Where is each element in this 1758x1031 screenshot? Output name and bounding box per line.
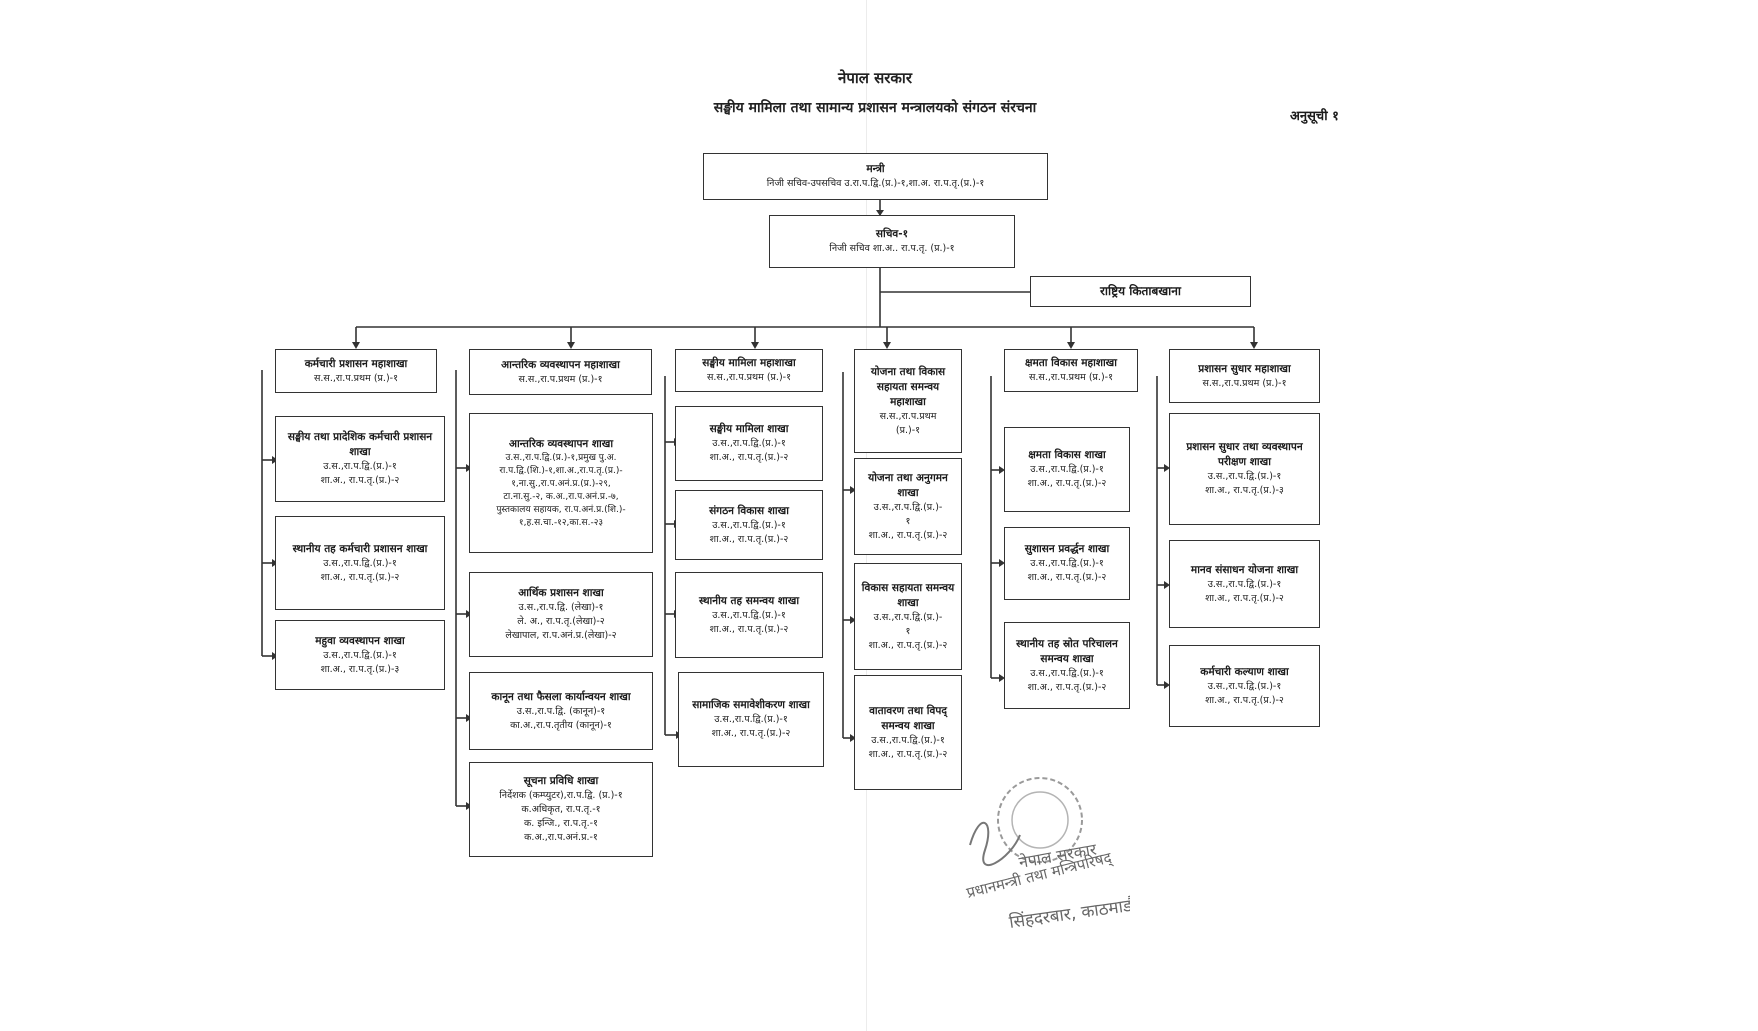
- section-2-2-box: आर्थिक प्रशासन शाखा उ.स.,रा.प.द्वि. (लेख…: [469, 572, 653, 657]
- section-title: स्थानीय तह समन्वय शाखा: [698, 594, 800, 607]
- section-title: कानून तथा फैसला कार्यान्वयन शाखा: [491, 690, 631, 703]
- section-2-4-box: सूचना प्रविधि शाखा निर्देशक (कम्प्युटर),…: [469, 762, 653, 857]
- section-detail: उ.स.,रा.प.द्वि.(प्र.)-१ शा.अ., रा.प.तृ.(…: [320, 557, 400, 583]
- section-title: सङ्घीय तथा प्रादेशिक कर्मचारी प्रशासन शा…: [287, 431, 433, 458]
- section-title: संगठन विकास शाखा: [709, 504, 789, 517]
- section-5-2-box: सुशासन प्रवर्द्धन शाखा उ.स.,रा.प.द्वि.(प…: [1004, 527, 1130, 600]
- division-3-box: सङ्घीय मामिला महाशाखा स.स.,रा.प.प्रथम (प…: [675, 349, 823, 392]
- division-5-box: क्षमता विकास महाशाखा स.स.,रा.प.प्रथम (प्…: [1004, 349, 1138, 392]
- section-3-1-box: सङ्घीय मामिला शाखा उ.स.,रा.प.द्वि.(प्र.)…: [675, 406, 823, 481]
- section-detail: उ.स.,रा.प.द्वि.(प्र.)-१ शा.अ., रा.प.तृ.(…: [1027, 558, 1107, 583]
- section-detail: उ.स.,रा.प.द्वि.(प्र.)- १ शा.अ., रा.प.तृ.…: [868, 501, 948, 541]
- section-5-1-box: क्षमता विकास शाखा उ.स.,रा.प.द्वि.(प्र.)-…: [1004, 427, 1130, 512]
- section-4-1-box: योजना तथा अनुगमन शाखा उ.स.,रा.प.द्वि.(प्…: [854, 458, 962, 555]
- section-title: स्थानीय तह कर्मचारी प्रशासन शाखा: [292, 542, 428, 555]
- section-title: आर्थिक प्रशासन शाखा: [518, 587, 604, 599]
- section-4-3-box: वातावरण तथा विपद् समन्वय शाखा उ.स.,रा.प.…: [854, 675, 962, 790]
- section-detail: उ.स.,रा.प.द्वि.(प्र.)-१ शा.अ., रा.प.तृ.(…: [709, 438, 789, 463]
- section-detail: उ.स.,रा.प.द्वि.(प्र.)-१ शा.अ., रा.प.तृ.(…: [709, 519, 789, 545]
- division-6-detail: स.स.,रा.प.प्रथम (प्र.)-१: [1202, 377, 1287, 389]
- government-heading: नेपाल सरकार: [838, 69, 912, 87]
- section-title: योजना तथा अनुगमन शाखा: [868, 471, 948, 499]
- section-title: आन्तरिक व्यवस्थापन शाखा: [508, 437, 614, 450]
- section-3-4-box: सामाजिक समावेशीकरण शाखा उ.स.,रा.प.द्वि.(…: [678, 672, 824, 767]
- section-2-1-box: आन्तरिक व्यवस्थापन शाखा उ.स.,रा.प.द्वि.(…: [469, 413, 653, 553]
- section-title: क्षमता विकास शाखा: [1028, 449, 1106, 461]
- secretary-title: सचिव-१: [875, 228, 909, 240]
- secretary-detail: निजी सचिव शा.अ.. रा.प.तृ. (प्र.)-१: [829, 243, 955, 254]
- section-detail: उ.स.,रा.प.द्वि. (कानून)-१ का.अ.,रा.प.तृत…: [510, 705, 612, 731]
- division-5-detail: स.स.,रा.प.प्रथम (प्र.)-१: [1028, 372, 1114, 383]
- section-1-3-box: महुवा व्यवस्थापन शाखा उ.स.,रा.प.द्वि.(प्…: [275, 620, 445, 690]
- section-detail: उ.स.,रा.प.द्वि.(प्र.)-१ शा.अ., रा.प.तृ.(…: [1027, 667, 1107, 693]
- section-detail: उ.स.,रा.प.द्वि. (लेखा)-१ ले. अ., रा.प.तृ…: [505, 602, 617, 641]
- section-5-3-box: स्थानीय तह स्रोत परिचालन समन्वय शाखा उ.स…: [1004, 622, 1130, 709]
- section-detail: उ.स.,रा.प.द्वि.(प्र.)-१,प्रमुख पु.अ. रा.…: [496, 452, 626, 528]
- section-3-3-box: स्थानीय तह समन्वय शाखा उ.स.,रा.प.द्वि.(प…: [675, 572, 823, 658]
- stamp-line-3: सिंहदरबार, काठमाडौं: [1008, 894, 1130, 933]
- division-1-box: कर्मचारी प्रशासन महाशाखा स.स.,रा.प.प्रथम…: [275, 349, 437, 393]
- division-5-title: क्षमता विकास महाशाखा: [1024, 357, 1117, 369]
- section-3-2-box: संगठन विकास शाखा उ.स.,रा.प.द्वि.(प्र.)-१…: [675, 490, 823, 560]
- division-4-detail: स.स.,रा.प.प्रथम (प्र.)-१: [879, 410, 937, 436]
- section-1-2-box: स्थानीय तह कर्मचारी प्रशासन शाखा उ.स.,रा…: [275, 516, 445, 610]
- section-title: वातावरण तथा विपद् समन्वय शाखा: [869, 704, 947, 732]
- section-detail: उ.स.,रा.प.द्वि.(प्र.)-१ शा.अ., रा.प.तृ.(…: [1027, 464, 1107, 489]
- division-4-title: योजना तथा विकास सहायता समन्वय महाशाखा: [870, 365, 946, 408]
- section-detail: उ.स.,रा.प.द्वि.(प्र.)-१ शा.अ., रा.प.तृ.(…: [320, 649, 400, 675]
- division-3-title: सङ्घीय मामिला महाशाखा: [702, 357, 796, 369]
- section-4-2-box: विकास सहायता समन्वय शाखा उ.स.,रा.प.द्वि.…: [854, 563, 962, 670]
- section-6-3-box: कर्मचारी कल्याण शाखा उ.स.,रा.प.द्वि.(प्र…: [1169, 645, 1320, 727]
- national-library-box: राष्ट्रिय किताबखाना: [1030, 276, 1251, 307]
- official-stamp: नेपाल सरकार प्रधानमन्त्री तथा मन्त्रिपरि…: [965, 777, 1130, 933]
- section-detail: उ.स.,रा.प.द्वि.(प्र.)-१ शा.अ., रा.प.तृ.(…: [320, 461, 400, 486]
- section-title: सामाजिक समावेशीकरण शाखा: [692, 699, 810, 711]
- section-title: स्थानीय तह स्रोत परिचालन समन्वय शाखा: [1016, 637, 1118, 665]
- division-3-detail: स.स.,रा.प.प्रथम (प्र.)-१: [706, 372, 792, 383]
- section-detail: उ.स.,रा.प.द्वि.(प्र.)-१ शा.अ., रा.प.तृ.(…: [1205, 578, 1284, 604]
- signature-mark: [969, 822, 1021, 866]
- section-detail: निर्देशक (कम्प्युटर),रा.प.द्वि. (प्र.)-१…: [499, 790, 623, 843]
- section-detail: उ.स.,रा.प.द्वि.(प्र.)-१ शा.अ., रा.प.तृ.(…: [711, 714, 791, 739]
- chart-title: सङ्घीय मामिला तथा सामान्य प्रशासन मन्त्र…: [713, 100, 1037, 116]
- section-title: प्रशासन सुधार तथा व्यवस्थापन परीक्षण शाख…: [1186, 441, 1303, 468]
- section-detail: उ.स.,रा.प.द्वि.(प्र.)- १ शा.अ., रा.प.तृ.…: [868, 611, 948, 651]
- section-title: सुशासन प्रवर्द्धन शाखा: [1024, 543, 1110, 555]
- section-detail: उ.स.,रा.प.द्वि.(प्र.)-१ शा.अ., रा.प.तृ.(…: [1205, 680, 1284, 706]
- division-1-title: कर्मचारी प्रशासन महाशाखा: [304, 357, 408, 370]
- division-6-box: प्रशासन सुधार महाशाखा स.स.,रा.प.प्रथम (प…: [1169, 349, 1320, 403]
- section-2-3-box: कानून तथा फैसला कार्यान्वयन शाखा उ.स.,रा…: [469, 672, 653, 750]
- division-4-box: योजना तथा विकास सहायता समन्वय महाशाखा स.…: [854, 349, 962, 453]
- minister-detail: निजी सचिव-उपसचिव उ.रा.प.द्वि.(प्र.)-१,शा…: [766, 178, 985, 189]
- section-title: सङ्घीय मामिला शाखा: [709, 423, 789, 435]
- division-2-detail: स.स.,रा.प.प्रथम (प्र.)-१: [518, 373, 603, 385]
- national-library-title: राष्ट्रिय किताबखाना: [1099, 284, 1182, 298]
- section-title: मानव संसाधन योजना शाखा: [1190, 563, 1299, 576]
- section-detail: उ.स.,रा.प.द्वि.(प्र.)-१ शा.अ., रा.प.तृ.(…: [1205, 471, 1284, 496]
- annex-label: अनुसूची १: [1290, 109, 1339, 124]
- division-2-box: आन्तरिक व्यवस्थापन महाशाखा स.स.,रा.प.प्र…: [469, 349, 652, 395]
- section-title: महुवा व्यवस्थापन शाखा: [315, 634, 405, 647]
- division-6-title: प्रशासन सुधार महाशाखा: [1198, 362, 1291, 375]
- division-2-title: आन्तरिक व्यवस्थापन महाशाखा: [501, 358, 620, 371]
- division-1-detail: स.स.,रा.प.प्रथम (प्र.)-१: [313, 372, 399, 384]
- minister-box: मन्त्री निजी सचिव-उपसचिव उ.रा.प.द्वि.(प्…: [703, 153, 1048, 200]
- section-6-1-box: प्रशासन सुधार तथा व्यवस्थापन परीक्षण शाख…: [1169, 413, 1320, 525]
- section-detail: उ.स.,रा.प.द्वि.(प्र.)-१ शा.अ., रा.प.तृ.(…: [709, 609, 789, 635]
- section-title: कर्मचारी कल्याण शाखा: [1200, 665, 1289, 678]
- section-6-2-box: मानव संसाधन योजना शाखा उ.स.,रा.प.द्वि.(प…: [1169, 540, 1320, 628]
- minister-title: मन्त्री: [866, 163, 885, 175]
- section-detail: उ.स.,रा.प.द्वि.(प्र.)-१ शा.अ., रा.प.तृ.(…: [868, 734, 948, 760]
- secretary-box: सचिव-१ निजी सचिव शा.अ.. रा.प.तृ. (प्र.)-…: [769, 215, 1015, 268]
- section-title: सूचना प्रविधि शाखा: [523, 775, 599, 787]
- section-1-1-box: सङ्घीय तथा प्रादेशिक कर्मचारी प्रशासन शा…: [275, 416, 445, 502]
- section-title: विकास सहायता समन्वय शाखा: [861, 581, 955, 609]
